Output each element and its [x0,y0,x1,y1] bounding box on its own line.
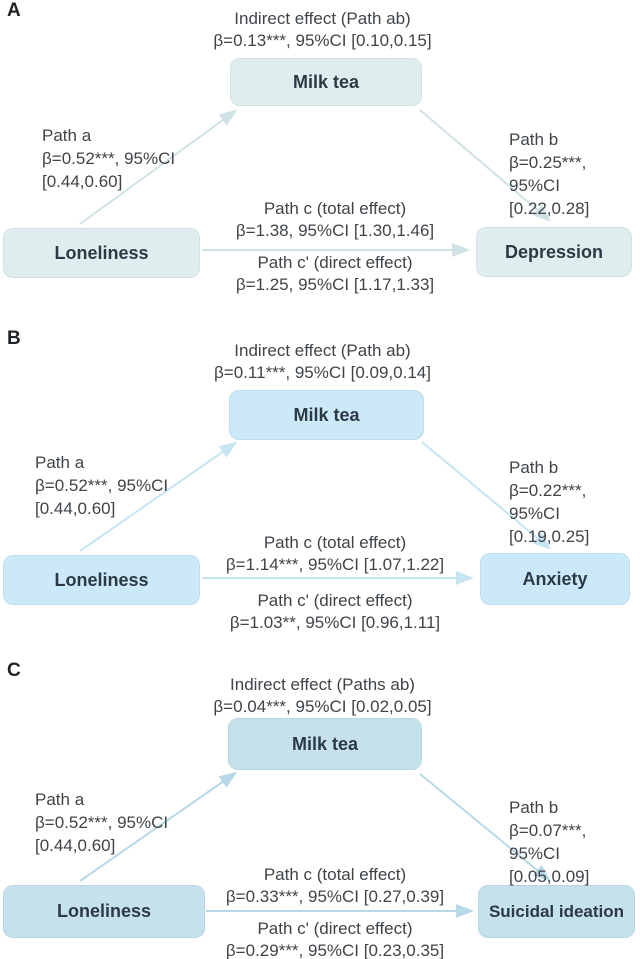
path-b-label: Path b β=0.07***, 95%CI [0.05,0.09] [509,796,640,888]
mediator-label: Milk tea [293,404,360,425]
indirect-effect-stat: β=0.13***, 95%CI [0.10,0.15] [213,31,432,50]
path-a-ci: [0.44,0.60] [35,499,116,518]
panel-label: B [7,328,21,349]
path-b-name: Path b [509,458,559,477]
outcome-box: Anxiety [480,553,630,605]
path-a-name: Path a [35,790,85,809]
path-b-arrow [419,109,552,222]
path-a-stat: β=0.52***, 95%CI [35,476,169,495]
path-b-arrow [421,441,552,550]
path-c-label: Path c (total effect) β=1.38, 95%CI [1.3… [165,198,505,242]
path-c-stat: β=0.33***, 95%CI [0.27,0.39] [225,887,445,906]
mediator-box: Milk tea [228,718,422,770]
path-b-label: Path b β=0.25***, 95%CI [0.22,0.28] [509,128,640,220]
path-c-prime-stat: β=1.25, 95%CI [1.17,1.33] [235,275,435,294]
panel-b-arrows [79,441,552,585]
path-b-ci: [0.19,0.25] [509,527,590,546]
path-c-prime-label: Path c' (direct effect) β=1.25, 95%CI [1… [165,252,505,296]
path-c-prime-label: Path c' (direct effect) β=0.29***, 95%CI… [165,918,505,959]
path-b-stat: β=0.25***, 95%CI [509,153,587,195]
path-b-arrow [419,773,552,882]
predictor-label: Loneliness [54,242,149,263]
path-a-ci: [0.44,0.60] [35,836,116,855]
outcome-label: Depression [504,241,604,262]
predictor-box: Loneliness [3,885,205,938]
path-b-ci: [0.22,0.28] [509,199,590,218]
outcome-box: Suicidal ideation [478,885,635,938]
panel-c-arrows [79,771,552,918]
indirect-effect-label: Indirect effect (Paths ab) β=0.04***, 95… [115,674,530,718]
path-a-arrow [79,771,238,882]
indirect-effect-label: Indirect effect (Path ab) β=0.13***, 95%… [115,8,530,52]
mediator-box: Milk tea [230,58,422,106]
panel-label: C [7,660,21,681]
indirect-effect-label: Indirect effect (Path ab) β=0.11***, 95%… [115,340,530,384]
path-c-prime-name: Path c' (direct effect) [257,919,413,938]
path-c-name: Path c (total effect) [263,865,407,884]
path-c-stat: β=1.14***, 95%CI [1.07,1.22] [225,555,445,574]
path-a-arrow [79,441,238,552]
path-c-prime-name: Path c' (direct effect) [257,253,413,272]
mediator-label: Milk tea [292,71,360,92]
predictor-box: Loneliness [3,228,200,278]
path-a-label: Path a β=0.52***, 95%CI [0.44,0.60] [35,451,168,520]
panel-a: A Indirect effect (Path ab) β=0.13***, 9… [0,0,640,320]
indirect-effect-stat: β=0.04***, 95%CI [0.02,0.05] [213,697,432,716]
path-b-name: Path b [509,798,559,817]
outcome-box: Depression [476,227,632,277]
path-a-stat: β=0.52***, 95%CI [42,149,176,168]
indirect-effect-title: Indirect effect (Path ab) [234,341,411,360]
path-a-stat: β=0.52***, 95%CI [35,813,169,832]
path-a-arrow [79,109,238,225]
indirect-effect-title: Indirect effect (Path ab) [234,9,411,28]
path-b-stat: β=0.22***, 95%CI [509,481,587,523]
path-c-stat: β=1.38, 95%CI [1.30,1.46] [235,221,435,240]
path-b-label: Path b β=0.22***, 95%CI [0.19,0.25] [509,456,640,548]
panel-label: A [7,0,21,21]
outcome-label: Anxiety [522,568,588,589]
path-a-label: Path a β=0.52***, 95%CI [0.44,0.60] [42,124,175,193]
path-c-prime-name: Path c' (direct effect) [257,591,413,610]
path-b-name: Path b [509,130,559,149]
path-c-prime-stat: β=1.03**, 95%CI [0.96,1.11] [229,613,441,632]
indirect-effect-title: Indirect effect (Paths ab) [230,675,415,694]
mediator-label: Milk tea [291,733,359,754]
panel-a-arrows [79,109,552,257]
path-c-prime-label: Path c' (direct effect) β=1.03**, 95%CI … [165,590,505,634]
path-c-label: Path c (total effect) β=0.33***, 95%CI [… [165,864,505,908]
path-c-prime-stat: β=0.29***, 95%CI [0.23,0.35] [225,941,445,959]
predictor-label: Loneliness [54,569,149,590]
panel-b: B Indirect effect (Path ab) β=0.11***, 9… [0,320,640,650]
indirect-effect-stat: β=0.11***, 95%CI [0.09,0.14] [214,363,431,382]
path-a-ci: [0.44,0.60] [42,172,123,191]
path-a-label: Path a β=0.52***, 95%CI [0.44,0.60] [35,788,168,857]
path-b-ci: [0.05,0.09] [509,867,590,886]
predictor-label: Loneliness [56,901,152,921]
path-b-stat: β=0.07***, 95%CI [509,821,587,863]
path-a-name: Path a [42,126,92,145]
mediator-box: Milk tea [229,390,424,440]
path-c-name: Path c (total effect) [263,533,407,552]
path-c-label: Path c (total effect) β=1.14***, 95%CI [… [165,532,505,576]
panel-c: C Indirect effect (Paths ab) β=0.04***, … [0,650,640,959]
outcome-label: Suicidal ideation [488,901,625,921]
path-c-name: Path c (total effect) [263,199,407,218]
path-a-name: Path a [35,453,85,472]
predictor-box: Loneliness [3,555,200,605]
